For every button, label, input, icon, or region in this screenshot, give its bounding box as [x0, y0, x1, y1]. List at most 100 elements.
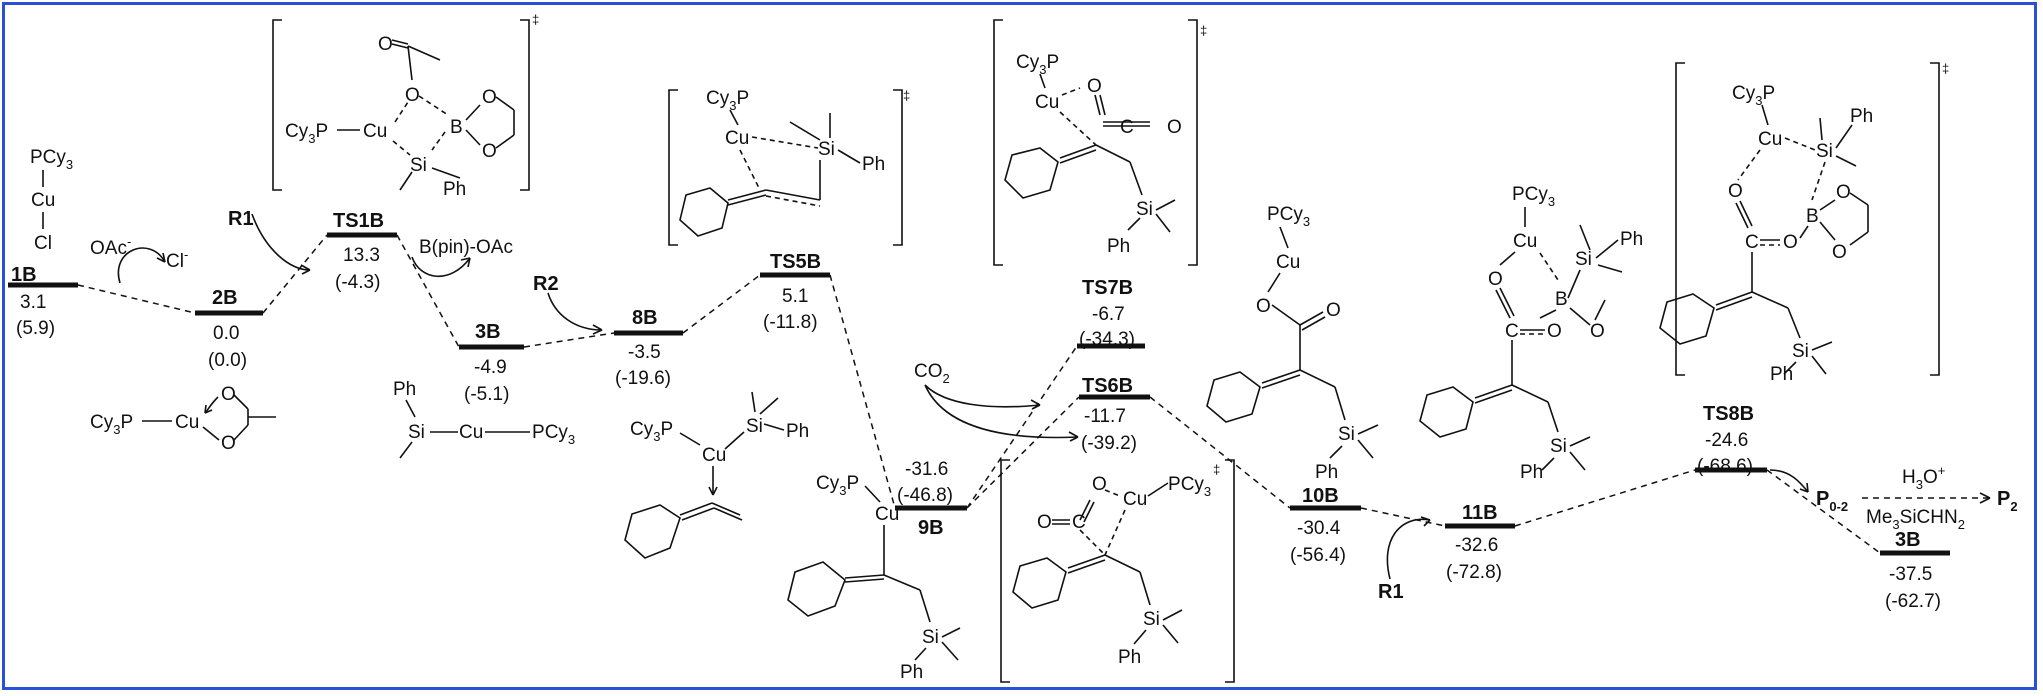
svg-text:Cu: Cu	[1513, 231, 1537, 252]
svg-text:PCy3: PCy3	[30, 147, 73, 172]
structure-11B: PCy3 Cu O C O B Si Ph O Si Ph	[1419, 184, 1643, 483]
state-label: 3B	[475, 321, 501, 343]
svg-text:O: O	[1037, 512, 1052, 533]
svg-text:Ph: Ph	[900, 662, 923, 683]
reagent-bpin-oac: B(pin)-OAc	[411, 237, 513, 278]
svg-text:‡: ‡	[903, 88, 910, 103]
structure-10B: PCy3 Cu O O Si Ph	[1206, 204, 1379, 483]
svg-text:Cy3P: Cy3P	[90, 412, 133, 437]
svg-text:Ph: Ph	[1520, 462, 1543, 483]
energy-gas: -3.5	[628, 342, 661, 363]
svg-text:Cu: Cu	[363, 121, 387, 142]
state-label: 2B	[212, 287, 238, 309]
svg-text:Cu: Cu	[875, 504, 899, 525]
svg-text:Cy3P: Cy3P	[1016, 52, 1059, 77]
svg-text:P0-2: P0-2	[1816, 488, 1848, 514]
svg-text:Ph: Ph	[443, 179, 466, 200]
svg-text:Cu: Cu	[1276, 252, 1300, 273]
svg-text:‡: ‡	[1200, 23, 1207, 38]
energy-gas: -6.7	[1092, 304, 1125, 325]
energy-solv: (-34.3)	[1079, 329, 1135, 350]
reagent-R1: R1	[228, 208, 311, 275]
svg-text:Ph: Ph	[1620, 229, 1643, 250]
svg-text:Cy3P: Cy3P	[285, 121, 328, 146]
state-TS1B: TS1B 13.3 (-4.3)	[333, 210, 384, 293]
svg-text:PCy3: PCy3	[1267, 204, 1310, 229]
state-1B: 1B 3.1 (5.9)	[11, 264, 55, 339]
state-11B: 11B -32.6 (-72.8)	[1446, 502, 1502, 583]
svg-text:Cu: Cu	[702, 445, 726, 466]
state-label: TS5B	[770, 251, 821, 273]
svg-text:Si: Si	[1338, 424, 1355, 445]
reagent-label: R1	[1378, 581, 1404, 603]
svg-text:O: O	[1836, 182, 1851, 203]
reagent-label: B(pin)-OAc	[419, 237, 513, 258]
svg-text:C: C	[1745, 232, 1759, 253]
svg-text:O: O	[405, 85, 420, 106]
svg-text:PCy3: PCy3	[1168, 474, 1211, 499]
energy-solv: (-56.4)	[1290, 545, 1346, 566]
svg-text:PCy3: PCy3	[532, 422, 575, 447]
svg-text:Ph: Ph	[1107, 236, 1130, 257]
svg-text:O: O	[1092, 474, 1107, 495]
svg-text:Ph: Ph	[393, 379, 416, 400]
structure-8B: Cy3P Cu Si Ph	[624, 391, 809, 559]
state-label: 3B	[1895, 529, 1921, 551]
energy-solv: (0.0)	[208, 350, 247, 371]
svg-text:B: B	[450, 117, 463, 138]
svg-text:Me3SiCHN2: Me3SiCHN2	[1866, 507, 1965, 532]
svg-text:Ph: Ph	[862, 154, 885, 175]
pathway-connectors	[77, 234, 1881, 554]
svg-text:O: O	[1326, 300, 1341, 321]
svg-text:Cu: Cu	[1123, 489, 1147, 510]
svg-text:H3O+: H3O+	[1902, 463, 1945, 492]
svg-text:O: O	[1087, 76, 1102, 97]
svg-text:Si: Si	[1143, 609, 1160, 630]
svg-text:Ph: Ph	[786, 421, 809, 442]
reagent-label: R1	[228, 208, 254, 230]
svg-text:O: O	[482, 141, 497, 162]
structure-TS6B: ‡ O Cu PCy3 O C Si Ph	[1000, 459, 1235, 683]
reagent-label: R2	[533, 273, 559, 295]
energy-gas: 0.0	[213, 323, 239, 344]
svg-text:Cl-: Cl-	[166, 247, 188, 272]
svg-text:Si: Si	[818, 139, 835, 160]
svg-text:P2: P2	[1997, 488, 2018, 514]
energy-solv: (-72.8)	[1446, 562, 1502, 583]
energy-gas: -30.4	[1297, 518, 1341, 539]
svg-text:Cu: Cu	[31, 190, 55, 211]
energy-solv: (5.9)	[16, 318, 55, 339]
energy-gas: 5.1	[782, 286, 808, 307]
state-3B-final: 3B -37.5 (-62.7)	[1885, 529, 1941, 612]
energy-solv: (-5.1)	[464, 384, 509, 405]
svg-text:O: O	[1256, 296, 1271, 317]
state-10B: 10B -30.4 (-56.4)	[1290, 485, 1346, 566]
svg-text:Cy3P: Cy3P	[706, 88, 749, 113]
energy-solv: (-39.2)	[1081, 433, 1137, 454]
energy-solv: (-4.3)	[335, 272, 380, 293]
svg-text:Cy3P: Cy3P	[1732, 83, 1775, 108]
energy-gas: -31.6	[905, 459, 948, 480]
state-TS5B: TS5B 5.1 (-11.8)	[763, 251, 821, 333]
structure-9B: Cy3P Cu Si Ph	[787, 473, 961, 683]
structure-TS7B: ‡ Cy3P Cu O C O Si Ph	[993, 19, 1207, 266]
reagent-oac-cl: OAc- Cl-	[90, 234, 188, 284]
state-TS8B: TS8B -24.6 (-68.6)	[1697, 403, 1754, 477]
svg-text:Ph: Ph	[1850, 106, 1873, 127]
svg-text:O: O	[221, 433, 236, 454]
svg-text:Cu: Cu	[1758, 129, 1782, 150]
svg-text:O: O	[1832, 242, 1847, 263]
state-label: TS6B	[1082, 375, 1133, 397]
energy-gas: 13.3	[343, 245, 380, 266]
svg-text:Si: Si	[746, 416, 763, 437]
svg-text:‡: ‡	[532, 12, 539, 27]
svg-text:O: O	[1728, 181, 1743, 202]
svg-text:O: O	[221, 384, 236, 405]
energy-levels	[8, 232, 1950, 556]
structure-3B: Ph Si Cu PCy3	[393, 379, 575, 459]
state-label: 9B	[918, 517, 944, 539]
svg-text:C: C	[1505, 321, 1519, 342]
state-label: TS1B	[333, 210, 384, 232]
